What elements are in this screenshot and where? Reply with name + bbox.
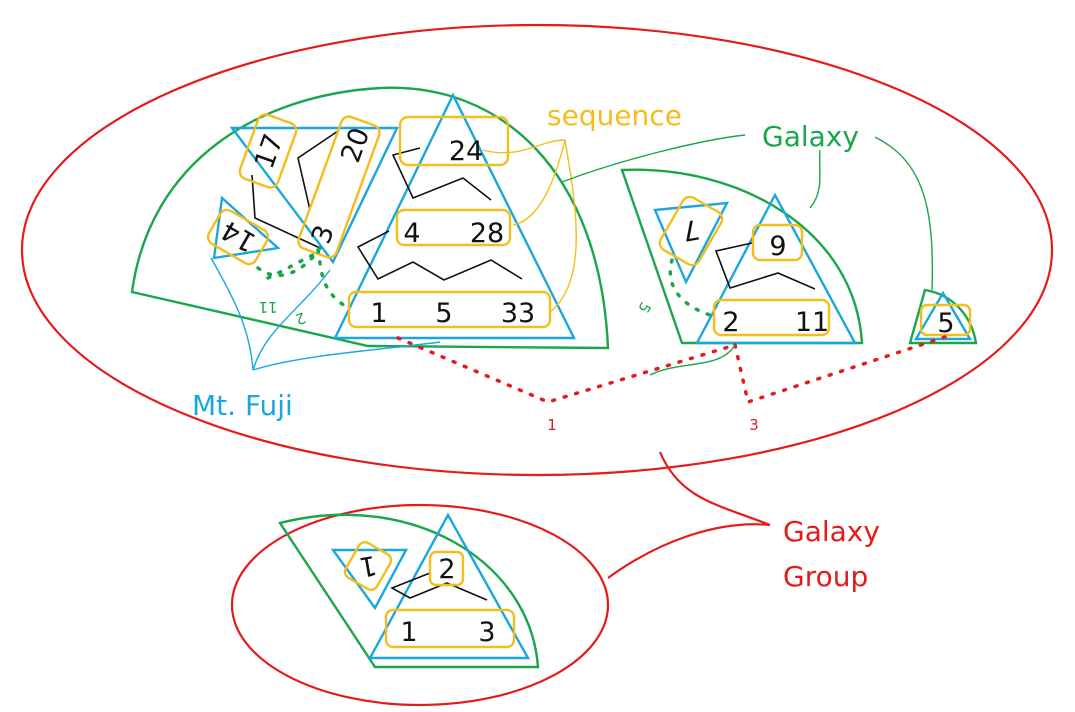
sequence-value: 7 bbox=[680, 213, 702, 247]
galaxy-link bbox=[733, 335, 947, 405]
mtfuji-inverted-triangle bbox=[330, 548, 409, 611]
mtfuji-large-triangle bbox=[333, 92, 576, 340]
sequence-value: 11 bbox=[795, 307, 829, 338]
sequence-value: 24 bbox=[449, 136, 483, 167]
sequence-box bbox=[347, 290, 552, 329]
sequence-box bbox=[238, 113, 298, 189]
sequence-box bbox=[751, 223, 804, 262]
galaxy-label: Galaxy bbox=[762, 120, 859, 153]
galaxy-group-ellipse-main bbox=[20, 23, 1054, 477]
distance-label: 5 bbox=[634, 299, 654, 316]
galaxy-callout bbox=[649, 344, 736, 376]
mtfuji-inverted-triangle bbox=[229, 126, 399, 265]
distance-link bbox=[668, 258, 712, 317]
galaxy-group-label-line2: Group bbox=[783, 560, 868, 593]
sequence-value: 5 bbox=[435, 298, 452, 329]
sequence-box bbox=[398, 115, 510, 167]
sequence-label: sequence bbox=[547, 99, 682, 132]
link-line bbox=[391, 147, 492, 201]
galaxy-group-callout bbox=[607, 451, 771, 579]
mtfuji-inverted-triangle bbox=[653, 201, 730, 285]
sequence-box bbox=[712, 298, 831, 337]
galaxy-2-fan bbox=[620, 168, 864, 345]
galaxy-group-2-galaxy: 1 2 1 3 bbox=[278, 512, 540, 669]
galaxy-3-fan bbox=[908, 288, 978, 345]
distance-link bbox=[316, 248, 352, 311]
galaxy-1: 17 20 3 14 24 4 28 1 5 33 11 2 bbox=[130, 86, 610, 350]
distance-link bbox=[256, 246, 322, 278]
galaxy-1-fan bbox=[130, 86, 610, 350]
sequence-value: 5 bbox=[937, 308, 954, 339]
sequence-value: 28 bbox=[470, 218, 504, 249]
sequence-value: 1 bbox=[400, 617, 417, 648]
sequence-value: 1 bbox=[357, 549, 379, 583]
distance-link bbox=[266, 252, 317, 280]
sequence-callout bbox=[482, 139, 577, 313]
mtfuji-triangle bbox=[695, 192, 858, 345]
sequence-box bbox=[658, 195, 724, 267]
sequence-value: 2 bbox=[438, 554, 455, 585]
distance-label: 11 bbox=[258, 298, 277, 316]
sequence-box bbox=[428, 550, 465, 587]
sequence-box bbox=[206, 208, 270, 266]
sequence-box bbox=[297, 115, 381, 259]
mtfuji-triangle bbox=[367, 512, 531, 660]
galaxy-link-distance: 1 bbox=[547, 416, 557, 434]
link-line bbox=[390, 572, 488, 601]
sequence-box bbox=[384, 608, 516, 649]
link-line bbox=[356, 230, 523, 281]
sequence-value: 1 bbox=[370, 298, 387, 329]
galaxy-callout bbox=[561, 134, 746, 183]
sequence-value: 2 bbox=[722, 307, 739, 338]
sequence-box bbox=[343, 541, 393, 591]
galaxy-group-label-line1: Galaxy bbox=[783, 515, 880, 548]
sequence-box bbox=[395, 208, 512, 247]
sequence-box bbox=[919, 303, 972, 337]
distance-label: 2 bbox=[293, 308, 308, 328]
sequence-value: 9 bbox=[769, 231, 786, 262]
galaxy-group-ellipse-small bbox=[230, 503, 610, 707]
sequence-value: 4 bbox=[403, 218, 420, 249]
galaxy-link-distance: 3 bbox=[749, 416, 759, 434]
mtfuji-label: Mt. Fuji bbox=[192, 389, 293, 422]
link-line bbox=[297, 130, 339, 211]
galaxy-callout bbox=[874, 136, 934, 291]
galaxy-callout bbox=[809, 149, 821, 209]
sequence-value: 33 bbox=[501, 298, 535, 329]
galaxy-3: 5 bbox=[908, 288, 978, 345]
link-line bbox=[714, 242, 816, 290]
sequence-value: 3 bbox=[478, 617, 495, 648]
galaxy-2: 7 9 2 11 5 bbox=[620, 168, 864, 345]
mtfuji-callout bbox=[210, 257, 441, 371]
